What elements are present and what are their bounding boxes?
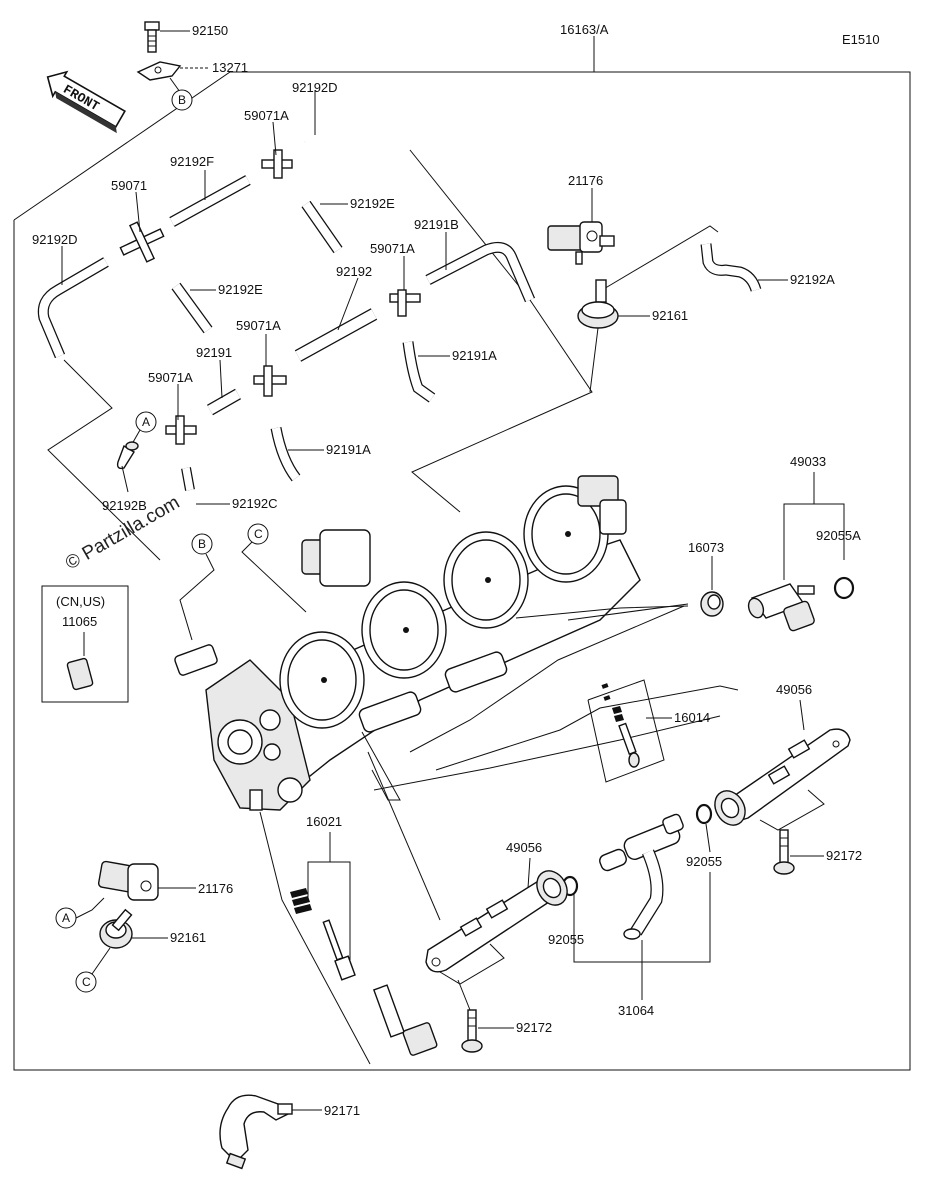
label-92192e-top: 92192E xyxy=(350,196,395,211)
label-92192a: 92192A xyxy=(790,272,835,287)
label-16021: 16021 xyxy=(306,814,342,829)
callout-a-upper xyxy=(135,411,157,433)
callout-c-low xyxy=(75,971,97,993)
fitting-92161-top-icon xyxy=(577,279,619,329)
label-59071a-mid: 59071A xyxy=(370,241,415,256)
hose-92191a-upper-icon xyxy=(402,341,436,403)
label-49056-low: 49056 xyxy=(506,840,542,855)
oring-92055a-icon xyxy=(833,576,855,600)
fuel-rail-49056-right-icon xyxy=(714,728,851,826)
label-21176-top: 21176 xyxy=(568,173,603,188)
sensor-21176-top-icon xyxy=(547,221,615,265)
label-92161-low: 92161 xyxy=(170,930,206,945)
label-92192e-mid: 92192E xyxy=(218,282,263,297)
tee-fitting-59071a-left-icon xyxy=(165,415,197,445)
bracket-13271-icon xyxy=(136,61,182,81)
assembly-frame xyxy=(13,36,911,1071)
hose-92192f-icon xyxy=(169,175,251,227)
hose-92192d-top-icon xyxy=(303,112,414,152)
bolt-92150-icon xyxy=(144,21,160,53)
hose-92192e-mid-icon xyxy=(171,282,213,334)
hose-92191b-icon xyxy=(425,241,536,303)
label-21176-low: 21176 xyxy=(198,881,233,896)
tee-fitting-59071a-top-icon xyxy=(261,149,293,179)
label-92055-right: 92055 xyxy=(686,854,722,869)
label-92192b: 92192B xyxy=(102,498,147,513)
hose-92192d-left-icon xyxy=(37,257,109,359)
label-92191a-upper: 92191A xyxy=(452,348,497,363)
svg-text:B: B xyxy=(178,93,186,107)
label-92055-left: 92055 xyxy=(548,932,584,947)
injector-49033-icon xyxy=(747,583,815,632)
label-92192d-left: 92192D xyxy=(32,232,78,247)
hose-92192e-top-icon xyxy=(301,200,343,254)
label-59071: 59071 xyxy=(111,178,147,193)
svg-text:C: C xyxy=(254,527,263,541)
bolt-92172-low-icon xyxy=(461,1009,483,1053)
label-92150: 92150 xyxy=(192,23,228,38)
label-92192d-top: 92192D xyxy=(292,80,338,95)
label-49056-right: 49056 xyxy=(776,682,812,697)
label-59071a-low: 59071A xyxy=(236,318,281,333)
label-92191: 92191 xyxy=(196,345,232,360)
label-11065: 11065 xyxy=(62,614,97,629)
cap-11065-icon xyxy=(66,657,94,691)
label-92191b: 92191B xyxy=(414,217,459,232)
svg-text:B: B xyxy=(198,537,206,551)
hose-92191a-lower-icon xyxy=(270,426,301,482)
hose-92191-icon xyxy=(207,388,241,416)
label-59071a-top: 59071A xyxy=(244,108,289,123)
tee-fitting-59071a-low-icon xyxy=(253,365,287,397)
label-92192: 92192 xyxy=(336,264,372,279)
svg-text:A: A xyxy=(142,415,150,429)
oring-92055-right-icon xyxy=(695,803,713,825)
label-49033: 49033 xyxy=(790,454,826,469)
label-92172-right: 92172 xyxy=(826,848,862,863)
callout-b-body xyxy=(191,533,213,555)
cross-fitting-59071-icon xyxy=(119,221,165,263)
elbow-92192b-icon xyxy=(116,441,139,470)
label-16073: 16073 xyxy=(688,540,724,555)
label-16014: 16014 xyxy=(674,710,710,725)
svg-text:A: A xyxy=(62,911,70,925)
svg-text:C: C xyxy=(82,975,91,989)
fitting-92161-low-icon xyxy=(99,908,133,949)
fuel-rail-49056-low-icon xyxy=(425,870,568,973)
label-92192c: 92192C xyxy=(232,496,278,511)
clamp-92171-icon xyxy=(219,1094,293,1170)
label-92192f: 92192F xyxy=(170,154,214,169)
hose-92192c-icon xyxy=(181,467,195,491)
label-92161-top: 92161 xyxy=(652,308,688,323)
assembly-label: 16163/A xyxy=(560,22,609,37)
label-59071a-left: 59071A xyxy=(148,370,193,385)
screw-set-16014-icon xyxy=(601,683,640,768)
label-92171: 92171 xyxy=(324,1103,360,1118)
region-note-box xyxy=(41,585,129,703)
front-arrow-icon: FRONT xyxy=(46,70,126,134)
label-92172-low: 92172 xyxy=(516,1020,552,1035)
callout-c-body xyxy=(247,523,269,545)
sensor-21176-low-icon xyxy=(97,860,159,901)
label-31064: 31064 xyxy=(618,1003,654,1018)
region-note: (CN,US) xyxy=(56,594,105,609)
hose-92192-icon xyxy=(294,308,378,362)
adjust-screw-16021-icon xyxy=(290,888,438,1056)
label-92191a-lower: 92191A xyxy=(326,442,371,457)
throttle-body-assembly-icon xyxy=(174,475,641,811)
fuel-pipe-31064-icon xyxy=(599,813,684,940)
hose-92192a-icon xyxy=(700,243,762,292)
callout-b-top xyxy=(171,89,193,111)
label-13271: 13271 xyxy=(212,60,248,75)
label-92055a: 92055A xyxy=(816,528,861,543)
bolt-92172-right-icon xyxy=(773,829,795,875)
diagram-code: E1510 xyxy=(842,32,880,47)
tee-fitting-59071a-mid-icon xyxy=(389,289,421,317)
grommet-16073-icon xyxy=(700,591,724,617)
